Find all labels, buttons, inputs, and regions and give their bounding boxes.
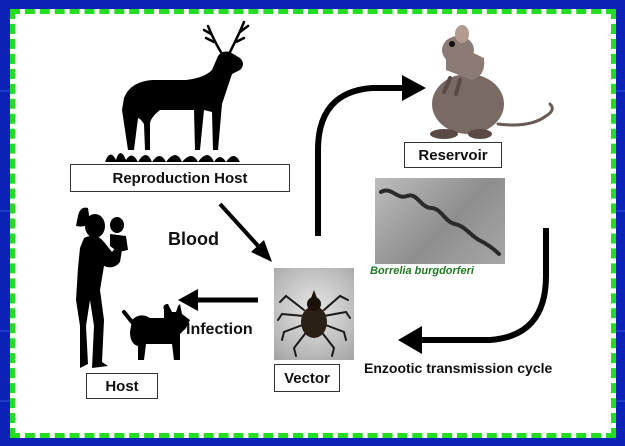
- deer-icon: [105, 22, 248, 162]
- bacterium-label: Borrelia burgdorferi: [370, 265, 474, 277]
- reproduction-host-label: Reproduction Host: [70, 164, 290, 192]
- infection-arrow: [178, 289, 258, 311]
- mother-child-icon: [76, 208, 128, 368]
- host-label: Host: [86, 373, 158, 399]
- enzootic-cycle-label: Enzootic transmission cycle: [364, 360, 552, 376]
- blood-arrow: [220, 204, 272, 262]
- cycle-return-arrow: [398, 228, 546, 354]
- infection-label: Infection: [186, 321, 253, 339]
- blood-label: Blood: [168, 229, 219, 250]
- reservoir-label: Reservoir: [404, 142, 502, 168]
- rodent-icon: [430, 25, 552, 139]
- dog-icon: [124, 304, 190, 360]
- vector-label: Vector: [274, 364, 340, 392]
